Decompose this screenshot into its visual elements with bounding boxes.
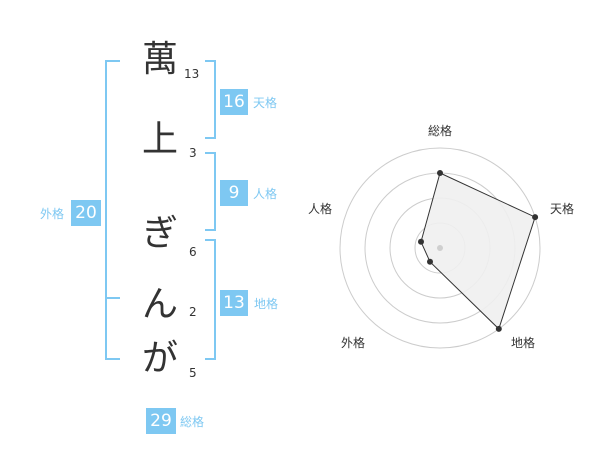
radar-point-1: [532, 214, 539, 221]
stroke-count-1: 13: [184, 67, 200, 81]
jinkaku-bracket: [205, 152, 216, 231]
radar-point-3: [427, 258, 433, 265]
radar-axis-label-gaikaku: 外格: [341, 336, 366, 350]
tenkaku-label: 天格: [253, 96, 278, 110]
stroke-count-3: 6: [189, 245, 197, 259]
tenkaku-value: 16: [220, 89, 248, 115]
name-char-5: が: [141, 338, 178, 379]
radar-center-dot: [437, 245, 443, 251]
chikaku-value: 13: [220, 290, 248, 316]
soukaku-label: 総格: [180, 415, 205, 429]
stroke-count-4: 2: [189, 305, 197, 319]
radar-ring-4: [339, 147, 541, 349]
chikaku-label: 地格: [254, 297, 279, 311]
radar-point-0: [437, 170, 443, 176]
radar-axis-label-soukaku: 総格: [428, 124, 453, 138]
tenkaku-bracket: [205, 60, 216, 139]
gaikaku-value: 20: [71, 200, 101, 226]
radar-point-2: [495, 325, 502, 332]
stroke-count-5: 5: [189, 366, 197, 380]
radar-point-4: [418, 238, 424, 245]
jinkaku-value: 9: [220, 180, 248, 206]
name-char-4: ん: [141, 284, 178, 325]
radar-axis-label-chikaku: 地格: [511, 336, 536, 350]
radar-data-area: [420, 172, 536, 330]
gaikaku-label: 外格: [40, 207, 65, 221]
radar-axis-label-tenkaku: 天格: [550, 202, 575, 216]
radar-axis-label-jinkaku: 人格: [308, 202, 333, 216]
gaikaku-bracket: [105, 60, 120, 360]
jinkaku-label: 人格: [253, 187, 278, 201]
name-char-1: 萬: [141, 39, 178, 80]
chikaku-bracket: [205, 239, 216, 360]
name-char-3: ぎ: [141, 213, 178, 254]
soukaku-value: 29: [146, 408, 176, 434]
stroke-count-2: 3: [189, 146, 197, 160]
name-char-2: 上: [141, 119, 178, 160]
radar-data-points: [418, 170, 539, 332]
